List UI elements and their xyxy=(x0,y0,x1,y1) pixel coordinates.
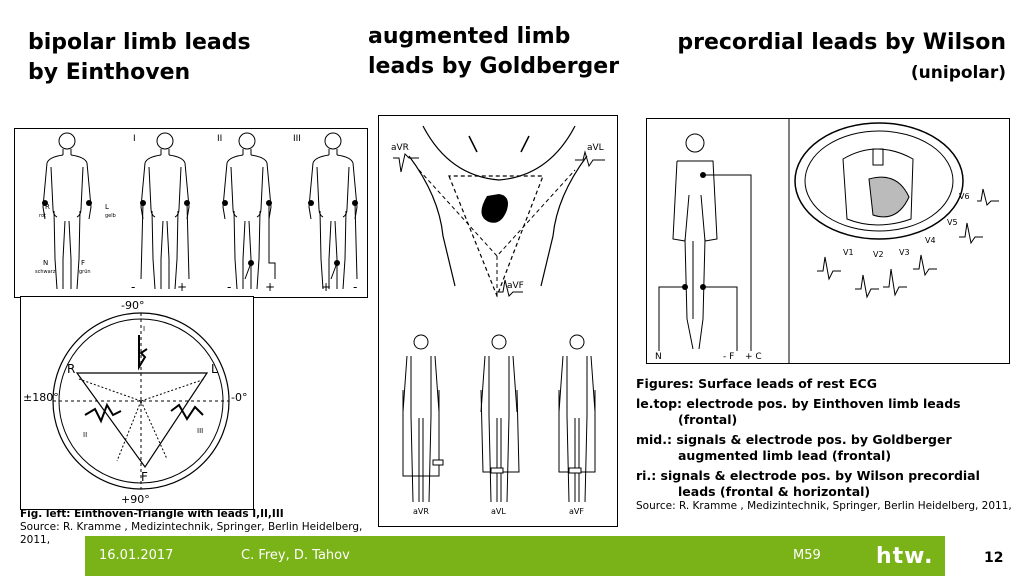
triangle-lead-iii: III xyxy=(197,427,203,435)
lead-label-iii: III xyxy=(293,134,301,144)
einthoven-figure: R rot L gelb N schwarz F grün I II III -… xyxy=(14,128,368,298)
page-number: 12 xyxy=(984,550,1004,566)
right-caption-item2b: augmented limb lead (frontal) xyxy=(678,448,892,463)
goldberger-avl: aVL xyxy=(587,143,604,153)
goldberger-avf: aVF xyxy=(507,281,524,291)
goldberger-bottom-avf: aVF xyxy=(569,507,584,516)
sign-4: + xyxy=(265,280,275,294)
right-caption-item3b: leads (frontal & horizontal) xyxy=(678,484,871,499)
left-caption-source: Source: R. Kramme , Medizintechnik, Spri… xyxy=(20,521,363,546)
angle-left: ±180° xyxy=(23,391,59,404)
wilson-v5: V5 xyxy=(947,218,958,227)
wilson-v4: V4 xyxy=(925,236,936,245)
wilson-plus-c: + C xyxy=(745,352,762,362)
electrode-f-label: F xyxy=(81,259,85,267)
wilson-minus-f: - F xyxy=(723,352,734,362)
vertex-r: R xyxy=(67,362,75,376)
right-caption-item3a: ri.: signals & electrode pos. by Wilson … xyxy=(636,468,980,483)
sign-6: - xyxy=(353,280,357,294)
sign-5: + xyxy=(321,280,331,294)
electrode-n-label: N xyxy=(43,259,48,267)
triangle-svg: -90° ±180° -0° +90° R L F I II III xyxy=(23,299,247,506)
heading-einthoven: bipolar limb leads by Einthoven xyxy=(28,28,251,88)
right-caption: Figures: Surface leads of rest ECG le.to… xyxy=(636,376,1012,513)
right-caption-item1b: (frontal) xyxy=(678,412,738,427)
triangle-lead-ii: II xyxy=(83,431,87,439)
einthoven-figure-svg: R rot L gelb N schwarz F grün I II III -… xyxy=(35,132,358,294)
left-caption-title: Fig. left: Einthoven-Triangle with leads… xyxy=(20,508,284,520)
electrode-l-color: gelb xyxy=(105,213,116,219)
right-caption-source: Source: R. Kramme , Medizintechnik, Spri… xyxy=(636,500,1012,512)
heading-wilson-line2: (unipolar) xyxy=(910,63,1006,83)
goldberger-bottom-avl: aVL xyxy=(491,507,506,516)
wilson-v2: V2 xyxy=(873,250,884,259)
wilson-v6: V6 xyxy=(959,192,970,201)
electrode-r-label: R xyxy=(45,203,50,211)
heading-goldberger-line1: augmented limb xyxy=(368,24,571,49)
heading-wilson-line1: precordial leads by Wilson xyxy=(677,30,1006,55)
heading-goldberger-line2: leads by Goldberger xyxy=(368,54,620,79)
sign-3: - xyxy=(227,280,231,294)
right-caption-item2a: mid.: signals & electrode pos. by Goldbe… xyxy=(636,432,952,447)
wilson-v3: V3 xyxy=(899,248,910,257)
triangle-lead-i: I xyxy=(143,325,145,333)
vertex-l: L xyxy=(211,362,218,376)
lead-label-ii: II xyxy=(217,134,222,144)
right-caption-item1a: le.top: electrode pos. by Einthoven limb… xyxy=(636,396,961,411)
electrode-r-color: rot xyxy=(39,213,46,219)
vertex-f: F xyxy=(141,470,148,484)
footer-authors: C. Frey, D. Tahov xyxy=(241,548,350,563)
htw-logo: htw. xyxy=(876,544,934,569)
electrode-n-color: schwarz xyxy=(35,269,56,275)
heading-einthoven-line2: by Einthoven xyxy=(28,60,191,85)
goldberger-figure: aVR aVL aVF aVR aVL aVF xyxy=(378,115,618,527)
left-caption: Fig. left: Einthoven-Triangle with leads… xyxy=(20,508,370,547)
wilson-figure: N - F + C V1 V2 V3 V4 V5 V6 xyxy=(646,118,1010,364)
lead-label-i: I xyxy=(133,134,136,144)
heading-einthoven-line1: bipolar limb leads xyxy=(28,30,251,55)
angle-bottom: +90° xyxy=(121,493,150,506)
wilson-n: N xyxy=(655,352,662,362)
right-caption-title: Figures: Surface leads of rest ECG xyxy=(636,376,877,391)
wilson-v1: V1 xyxy=(843,248,854,257)
sign-1: - xyxy=(131,280,135,294)
electrode-l-label: L xyxy=(105,203,109,211)
goldberger-svg: aVR aVL aVF aVR aVL aVF xyxy=(391,125,605,516)
wilson-svg: N - F + C V1 V2 V3 V4 V5 V6 xyxy=(655,119,999,363)
footer-code: M59 xyxy=(793,548,821,563)
heading-wilson: precordial leads by Wilson (unipolar) xyxy=(668,28,1006,86)
electrode-f-color: grün xyxy=(79,269,91,275)
angle-top: -90° xyxy=(121,299,144,312)
goldberger-avr: aVR xyxy=(391,143,409,153)
footer-date: 16.01.2017 xyxy=(99,548,174,563)
heading-goldberger: augmented limb leads by Goldberger xyxy=(368,22,619,82)
goldberger-bottom-avr: aVR xyxy=(413,507,429,516)
sign-2: + xyxy=(177,280,187,294)
angle-right: -0° xyxy=(231,391,247,404)
einthoven-triangle-figure: -90° ±180° -0° +90° R L F I II III xyxy=(20,296,254,510)
footer-bar: 16.01.2017 C. Frey, D. Tahov M59 xyxy=(85,536,945,576)
